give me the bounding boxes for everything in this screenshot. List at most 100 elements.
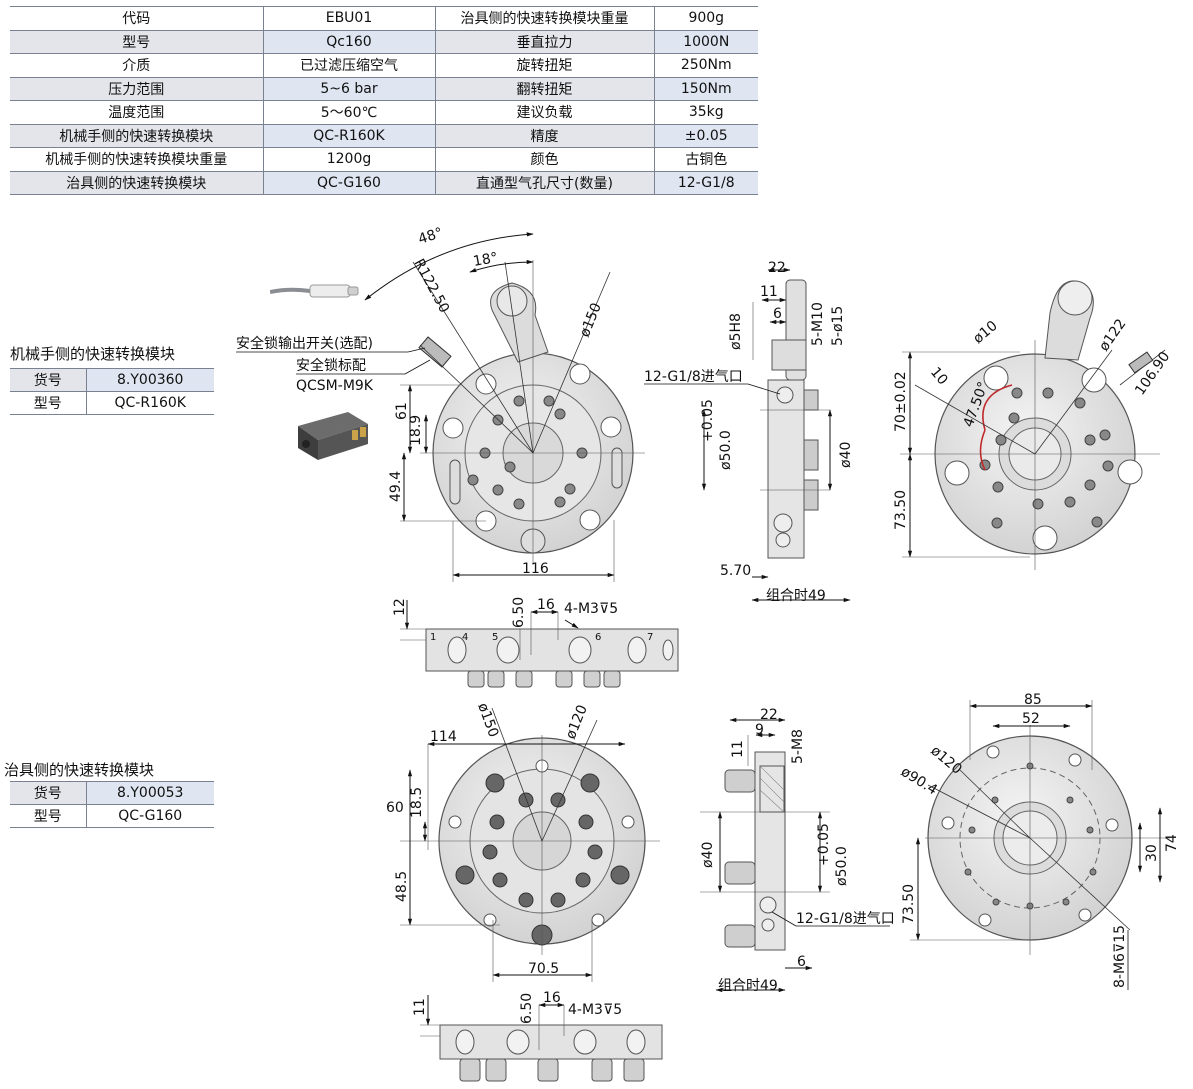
spec-cell: 压力范围 — [10, 77, 263, 101]
spec-cell: 1200g — [262, 147, 436, 172]
dim-tside-9: 9 — [755, 722, 764, 738]
label-safety-std: 安全锁标配 — [296, 357, 366, 374]
dim-back-7350: 73.50 — [893, 490, 909, 530]
spec-cell: 颜色 — [435, 147, 654, 172]
dim-bottom-16: 16 — [537, 597, 555, 613]
dim-tback-85: 85 — [1024, 692, 1042, 708]
table-row: 型号 QC-R160K — [10, 391, 214, 415]
dim-tside-m8: 5-M8 — [790, 729, 806, 764]
dim-bottom-12: 12 — [392, 598, 408, 616]
label-assembled-bottom: 组合时49 — [718, 978, 778, 994]
spec-cell: ±0.05 — [653, 124, 758, 148]
spec-cell: 5～60℃ — [262, 100, 436, 125]
spec-cell: 12-G1/8 — [653, 171, 758, 195]
tool-model-value: QC-G160 — [86, 804, 214, 828]
dim-front-185: 18.5 — [409, 787, 425, 818]
dim-tside-d40: ø40 — [700, 842, 716, 868]
dim-side-22: 22 — [768, 260, 786, 276]
dim-side-570: 5.70 — [720, 563, 751, 579]
label-m6: 8-M6⊽15 — [1112, 925, 1128, 988]
dim-side-d40: ø40 — [838, 442, 854, 468]
dim-back-d10: ø10 — [970, 318, 1001, 347]
table-row: 型号 QC-G160 — [10, 804, 214, 828]
dim-tbottom-16: 16 — [543, 990, 561, 1006]
hole-number: 7 — [647, 632, 653, 643]
dim-front-114: 114 — [430, 729, 457, 745]
dim-side-tol: +0.05 — [700, 399, 716, 442]
dim-back-10: 10 — [927, 364, 951, 388]
spec-cell: 150Nm — [653, 77, 758, 101]
spec-cell: 900g — [653, 6, 758, 31]
spec-cell: 精度 — [435, 124, 654, 148]
robot-module-table: 货号 8.Y00360 型号 QC-R160K — [10, 368, 214, 415]
robot-side-view — [701, 267, 851, 603]
dim-49-4: 49.4 — [388, 471, 404, 502]
robot-item-value: 8.Y00360 — [86, 368, 214, 392]
hole-number: 5 — [492, 632, 498, 643]
dim-back-d122: ø122 — [1096, 316, 1129, 354]
hole-number: 4 — [462, 632, 468, 643]
safety-lock-sensor-image — [298, 412, 368, 460]
spec-cell: 直通型气孔尺寸(数量) — [435, 171, 654, 195]
tool-side-view — [700, 717, 830, 993]
label-assembled-top: 组合时49 — [766, 588, 826, 604]
spec-cell: 250Nm — [653, 53, 758, 78]
spec-cell: 治具侧的快速转换模块 — [10, 171, 263, 195]
dim-18deg: 18° — [472, 250, 499, 270]
dim-tback-52: 52 — [1022, 711, 1040, 727]
dim-front-d150: ø150 — [474, 701, 501, 740]
robot-bottom-view — [400, 600, 679, 688]
dim-tback-7350: 73.50 — [901, 884, 917, 924]
tool-item-value: 8.Y00053 — [86, 781, 214, 805]
dim-side-d15: 5-ø15 — [830, 306, 846, 346]
hole-number: 6 — [595, 632, 601, 643]
label-air-port-bottom: 12-G1/8进气口 — [796, 911, 895, 927]
tool-module-title: 治具侧的快速转换模块 — [4, 761, 155, 779]
spec-cell: 机械手侧的快速转换模块 — [10, 124, 263, 148]
dim-side-11: 11 — [760, 284, 778, 300]
tool-module-table: 货号 8.Y00053 型号 QC-G160 — [10, 781, 214, 828]
spec-cell: 1000N — [653, 30, 758, 54]
spec-cell: 介质 — [10, 53, 263, 78]
dim-tbottom-650: 6.50 — [519, 993, 535, 1024]
spec-cell: Qc160 — [262, 30, 436, 54]
dim-bottom-650: 6.50 — [511, 597, 527, 628]
spec-cell: QC-R160K — [262, 124, 436, 148]
dim-side-6: 6 — [773, 306, 782, 322]
robot-module-title: 机械手侧的快速转换模块 — [10, 345, 176, 363]
dim-front-705: 70.5 — [528, 961, 559, 977]
spec-cell: 建议负载 — [435, 100, 654, 125]
robot-model-key: 型号 — [10, 391, 87, 415]
dim-tback-74: 74 — [1164, 834, 1180, 852]
robot-model-value: QC-R160K — [86, 391, 214, 415]
label-safety-switch: 安全锁输出开关(选配) — [236, 335, 373, 352]
robot-front-view — [364, 232, 645, 582]
tool-bottom-view — [420, 995, 663, 1082]
dim-tside-6: 6 — [797, 954, 806, 970]
robot-back-view — [900, 280, 1166, 570]
dim-side-d50: ø50.0 — [718, 430, 734, 470]
table-row: 货号 8.Y00053 — [10, 781, 214, 805]
spec-cell: 机械手侧的快速转换模块重量 — [10, 147, 263, 172]
dim-tbottom-11: 11 — [412, 998, 428, 1016]
dim-front-485: 48.5 — [394, 871, 410, 902]
dim-back-70: 70±0.02 — [893, 371, 909, 432]
dim-side-5h8: ø5H8 — [728, 313, 744, 350]
dim-side-m10: 5-M10 — [810, 302, 826, 346]
robot-item-key: 货号 — [10, 368, 87, 392]
dim-d150-top: ø150 — [577, 301, 605, 340]
hole-number: 1 — [430, 632, 436, 643]
dim-back-10690: 106.90 — [1132, 349, 1173, 398]
dim-tside-tol: +0.05 — [816, 823, 832, 866]
sensor-cable-image — [270, 284, 359, 298]
spec-cell: 翻转扭矩 — [435, 77, 654, 101]
label-m3-top: 4-M3⊽5 — [564, 601, 618, 617]
spec-cell: 温度范围 — [10, 100, 263, 125]
